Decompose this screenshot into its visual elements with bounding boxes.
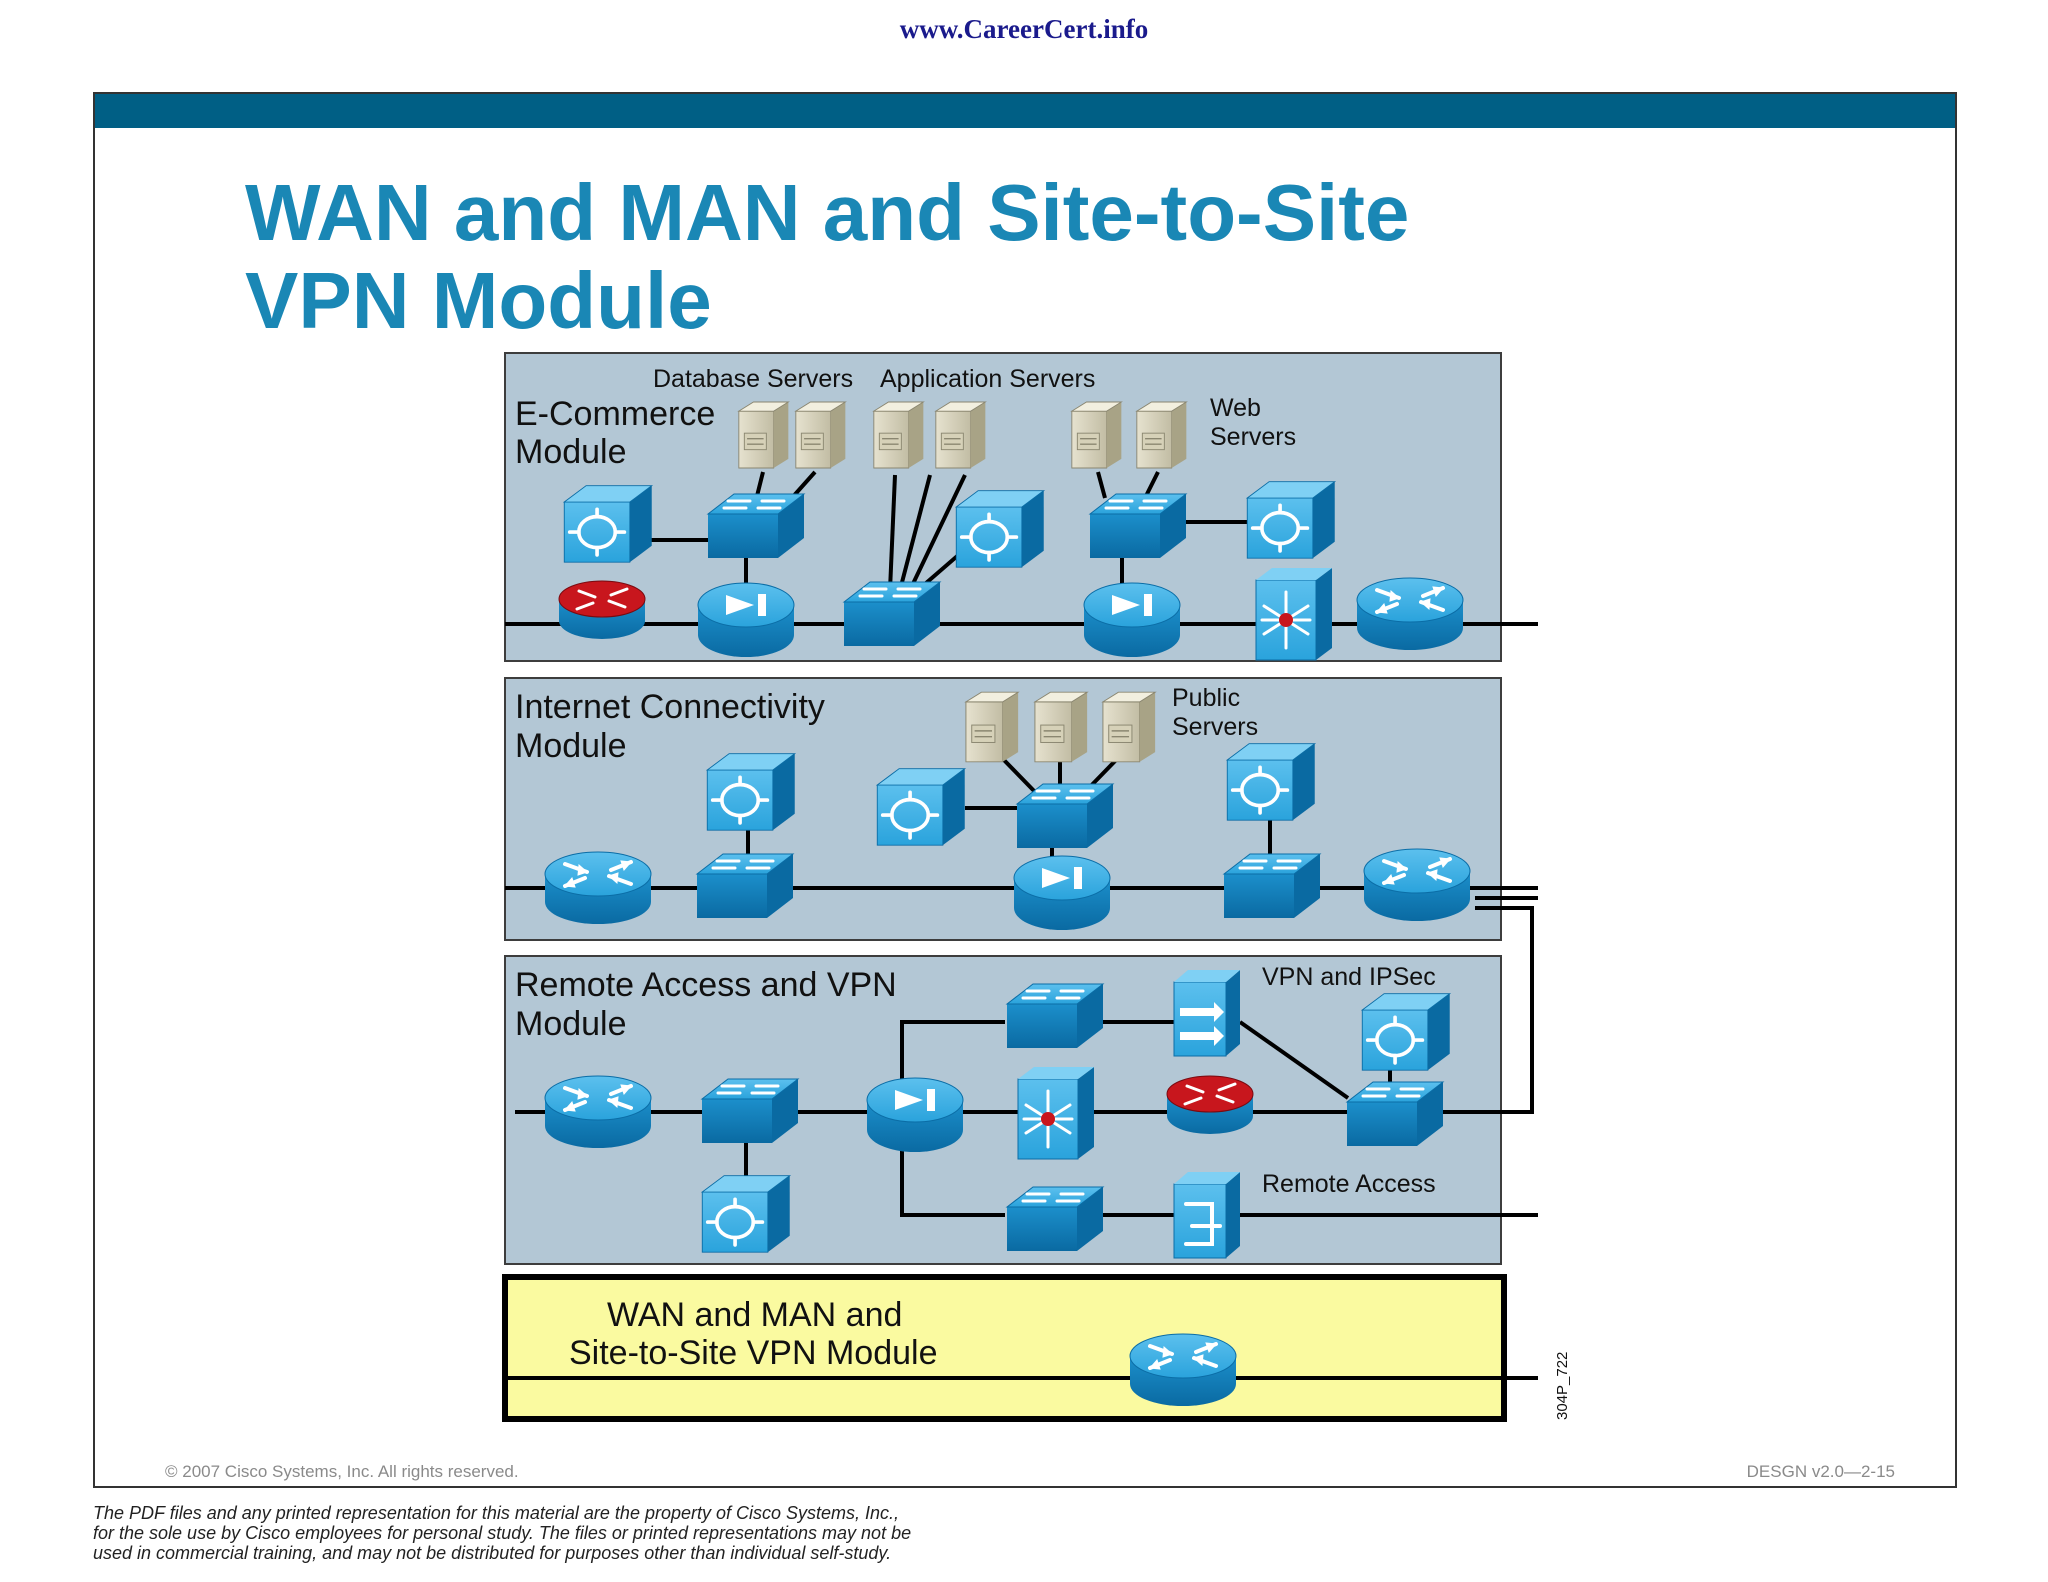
ra-content-cube-icon	[700, 1173, 792, 1255]
inet-switch-icon	[695, 852, 795, 920]
ra-switch-icon	[1005, 982, 1105, 1050]
disclaimer-line2: for the sole use by Cisco employees for …	[93, 1523, 912, 1543]
ra-router-icon	[543, 1074, 653, 1150]
inet-switch-icon	[1222, 852, 1322, 920]
copyright-notice: © 2007 Cisco Systems, Inc. All rights re…	[165, 1462, 519, 1481]
wan-title-line2: Site-to-Site VPN Module	[569, 1334, 938, 1372]
ecom-app-servers-label: Application Servers	[880, 365, 1095, 393]
inet-title-line1: Internet Connectivity	[515, 688, 825, 726]
inet-public-servers-line2: Servers	[1172, 713, 1258, 741]
network-diagram: E-Commerce Module Database Servers Appli…	[502, 352, 1571, 1422]
ra-remote-access-label: Remote Access	[1262, 1170, 1436, 1198]
ra-load-balancer-icon	[866, 1077, 964, 1153]
ecom-db-server-icon	[738, 401, 790, 469]
ecom-title-line1: E-Commerce	[515, 395, 715, 433]
ra-red-router-icon	[1165, 1074, 1255, 1136]
inet-switch-icon	[1015, 782, 1115, 850]
ra-content-cube-icon	[1360, 991, 1452, 1073]
ecom-web-server-icon	[1136, 401, 1188, 469]
ecom-db-server-icon	[795, 401, 847, 469]
ecom-content-cube-icon	[562, 483, 654, 565]
disclaimer: The PDF files and any printed representa…	[93, 1503, 1193, 1563]
inet-server-icon	[1102, 691, 1156, 763]
ecom-switch-icon	[842, 580, 942, 648]
ra-ids-icon	[1016, 1065, 1096, 1161]
inet-server-icon	[965, 691, 1019, 763]
slide-top-bar	[95, 94, 1955, 128]
ecom-red-router-icon	[557, 579, 647, 641]
inet-public-servers-line1: Public	[1172, 684, 1240, 712]
ecom-content-cube-icon	[1245, 479, 1337, 561]
inet-content-cube-icon	[1225, 741, 1317, 823]
slide-title: WAN and MAN and Site-to-Site VPN Module	[245, 169, 1409, 345]
ra-switch-icon	[700, 1077, 800, 1145]
wan-module-panel	[502, 1274, 1507, 1422]
ra-vpn-concentrator-icon	[1173, 969, 1241, 1057]
inet-server-icon	[1034, 691, 1088, 763]
inet-content-cube-icon	[705, 751, 797, 833]
ra-vpn-ipsec-label: VPN and IPSec	[1262, 963, 1436, 991]
ecom-edge-router-icon	[1355, 576, 1465, 652]
inet-title-line2: Module	[515, 727, 627, 765]
disclaimer-line1: The PDF files and any printed representa…	[93, 1503, 900, 1523]
ra-title-line2: Module	[515, 1005, 627, 1043]
inet-edge-router-icon	[1362, 847, 1472, 923]
ecom-switch-icon	[706, 492, 806, 560]
ecom-web-server-icon	[1071, 401, 1123, 469]
figure-id: 304P_722	[1554, 1352, 1571, 1420]
ra-title-line1: Remote Access and VPN	[515, 966, 897, 1004]
ecom-load-balancer-icon	[1083, 582, 1181, 658]
course-code: DESGN v2.0—2-15	[1746, 1462, 1895, 1481]
ecom-content-cube-icon	[954, 488, 1046, 570]
ra-remote-access-icon	[1172, 1170, 1242, 1260]
inet-router-icon	[543, 850, 653, 926]
ra-switch-icon	[1345, 1080, 1445, 1148]
ecom-db-servers-label: Database Servers	[653, 365, 853, 393]
ecom-load-balancer-icon	[697, 582, 795, 658]
wan-router-icon	[1128, 1332, 1238, 1408]
wan-title-line1: WAN and MAN and	[607, 1296, 902, 1334]
inet-load-balancer-icon	[1013, 855, 1111, 931]
slide-title-line1: WAN and MAN and Site-to-Site	[245, 168, 1410, 257]
ecom-app-server-icon	[935, 401, 987, 469]
inet-content-cube-icon	[875, 766, 967, 848]
ecom-switch-icon	[1088, 492, 1188, 560]
ecom-web-servers-line2: Servers	[1210, 423, 1296, 451]
slide-title-line2: VPN Module	[245, 256, 712, 345]
ra-switch-icon	[1005, 1185, 1105, 1253]
ecom-app-server-icon	[873, 401, 925, 469]
ecom-web-servers-line1: Web	[1210, 394, 1261, 422]
ecom-ids-icon	[1254, 566, 1334, 662]
header-url[interactable]: www.CareerCert.info	[899, 14, 1149, 44]
disclaimer-line3: used in commercial training, and may not…	[93, 1543, 892, 1563]
ecom-title-line2: Module	[515, 433, 627, 471]
